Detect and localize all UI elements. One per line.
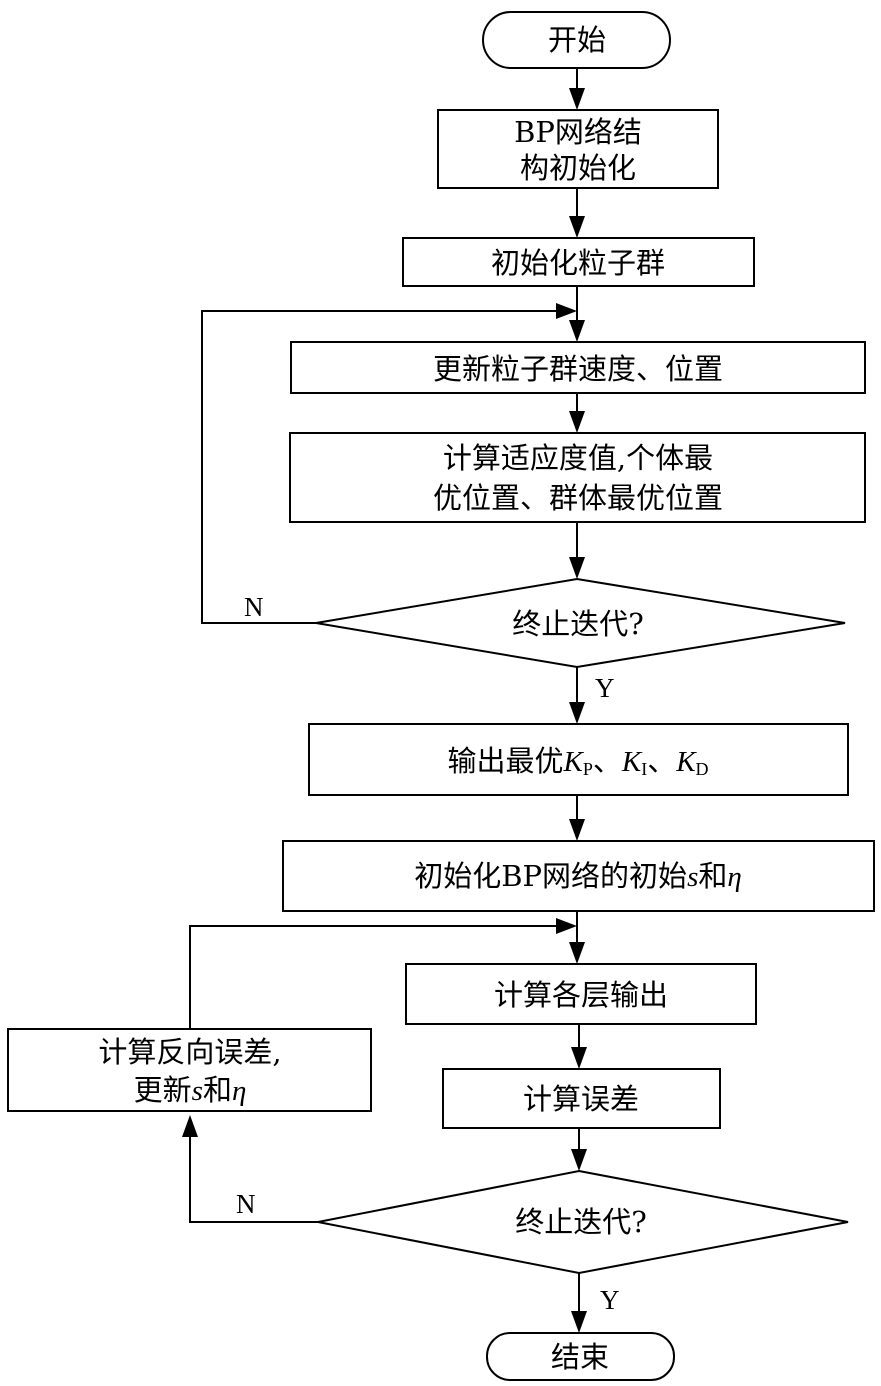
arrow-bp-init-to-pso-init (569, 188, 585, 238)
step-bp-param-init: 初始化BP网络的初始s和η (282, 840, 875, 912)
eta-symbol: η (232, 1075, 246, 1107)
and-text: 和 (203, 1073, 232, 1107)
bp-no-label: N (236, 1189, 256, 1219)
step-layer-output: 计算各层输出 (405, 963, 757, 1025)
arrow-bp-no-branch: N (182, 1115, 318, 1223)
backprop-line1: 计算反向误差, (98, 1035, 281, 1069)
layer-output-label: 计算各层输出 (494, 978, 668, 1012)
kp-symbol: K (562, 746, 584, 778)
step-fitness: 计算适应度值,个体最 优位置、群体最优位置 (289, 432, 866, 523)
ki-symbol: K (621, 746, 643, 778)
loop-pso-no-branch: N (201, 303, 577, 624)
decision-pso-stop: 终止迭代? (315, 577, 846, 669)
arrow-pso-init-to-update (569, 286, 585, 342)
calc-error-label: 计算误差 (523, 1082, 639, 1116)
bp-param-init-label: 初始化BP网络的初始s和η (414, 859, 742, 893)
arrow-layer-output-to-error (571, 1024, 587, 1069)
pso-no-label: N (244, 592, 264, 622)
output-best-label: 输出最优KP、KI、KD (447, 744, 708, 779)
start-label: 开始 (548, 23, 606, 57)
sep-1: 、 (593, 744, 622, 778)
s-symbol: s (687, 861, 698, 893)
pso-stop-label: 终止迭代? (512, 607, 644, 641)
kd-subscript: D (696, 759, 709, 779)
kp-subscript: P (583, 759, 593, 779)
arrow-bp-yes: Y (571, 1273, 620, 1333)
arrow-output-to-bp-param-init (569, 795, 585, 841)
backprop-prefix: 更新 (134, 1073, 192, 1107)
step-pso-init: 初始化粒子群 (402, 237, 755, 287)
arrow-bp-param-to-layer-output (569, 911, 585, 964)
bp-stop-label: 终止迭代? (515, 1205, 647, 1239)
pso-init-label: 初始化粒子群 (491, 246, 665, 280)
arrow-update-to-fitness (569, 393, 585, 433)
pso-yes-label: Y (595, 673, 615, 703)
ki-subscript: I (641, 759, 647, 779)
s-symbol: s (192, 1075, 203, 1107)
eta-symbol: η (727, 861, 741, 893)
fitness-line1: 计算适应度值,个体最 (443, 441, 713, 475)
arrow-start-to-bp-init (569, 68, 585, 110)
bp-param-prefix: 初始化BP网络的初始 (414, 859, 687, 893)
bp-init-line2: 构初始化 (520, 151, 636, 185)
bp-init-line1: BP网络结 (514, 115, 642, 149)
loop-bp-return (189, 918, 577, 1029)
step-backprop: 计算反向误差, 更新s和η (7, 1028, 372, 1112)
and-text: 和 (698, 859, 727, 893)
step-calc-error: 计算误差 (442, 1068, 721, 1129)
end-label: 结束 (551, 1340, 609, 1374)
step-pso-update: 更新粒子群速度、位置 (290, 341, 866, 394)
end-terminal: 结束 (486, 1332, 675, 1381)
backprop-line2: 更新s和η (134, 1073, 247, 1107)
sep-2: 、 (647, 744, 676, 778)
pso-update-label: 更新粒子群速度、位置 (433, 352, 723, 386)
start-terminal: 开始 (482, 11, 671, 69)
step-output-best: 输出最优KP、KI、KD (308, 723, 849, 796)
arrow-fitness-to-decision (569, 522, 585, 579)
arrow-error-to-decision (571, 1128, 587, 1171)
fitness-line2: 优位置、群体最优位置 (433, 481, 723, 515)
bp-yes-label: Y (600, 1285, 620, 1315)
kd-symbol: K (675, 746, 697, 778)
output-best-prefix: 输出最优 (447, 744, 563, 778)
step-bp-structure-init: BP网络结 构初始化 (437, 109, 719, 189)
arrow-pso-yes: Y (569, 667, 615, 724)
decision-bp-stop: 终止迭代? (317, 1169, 849, 1275)
